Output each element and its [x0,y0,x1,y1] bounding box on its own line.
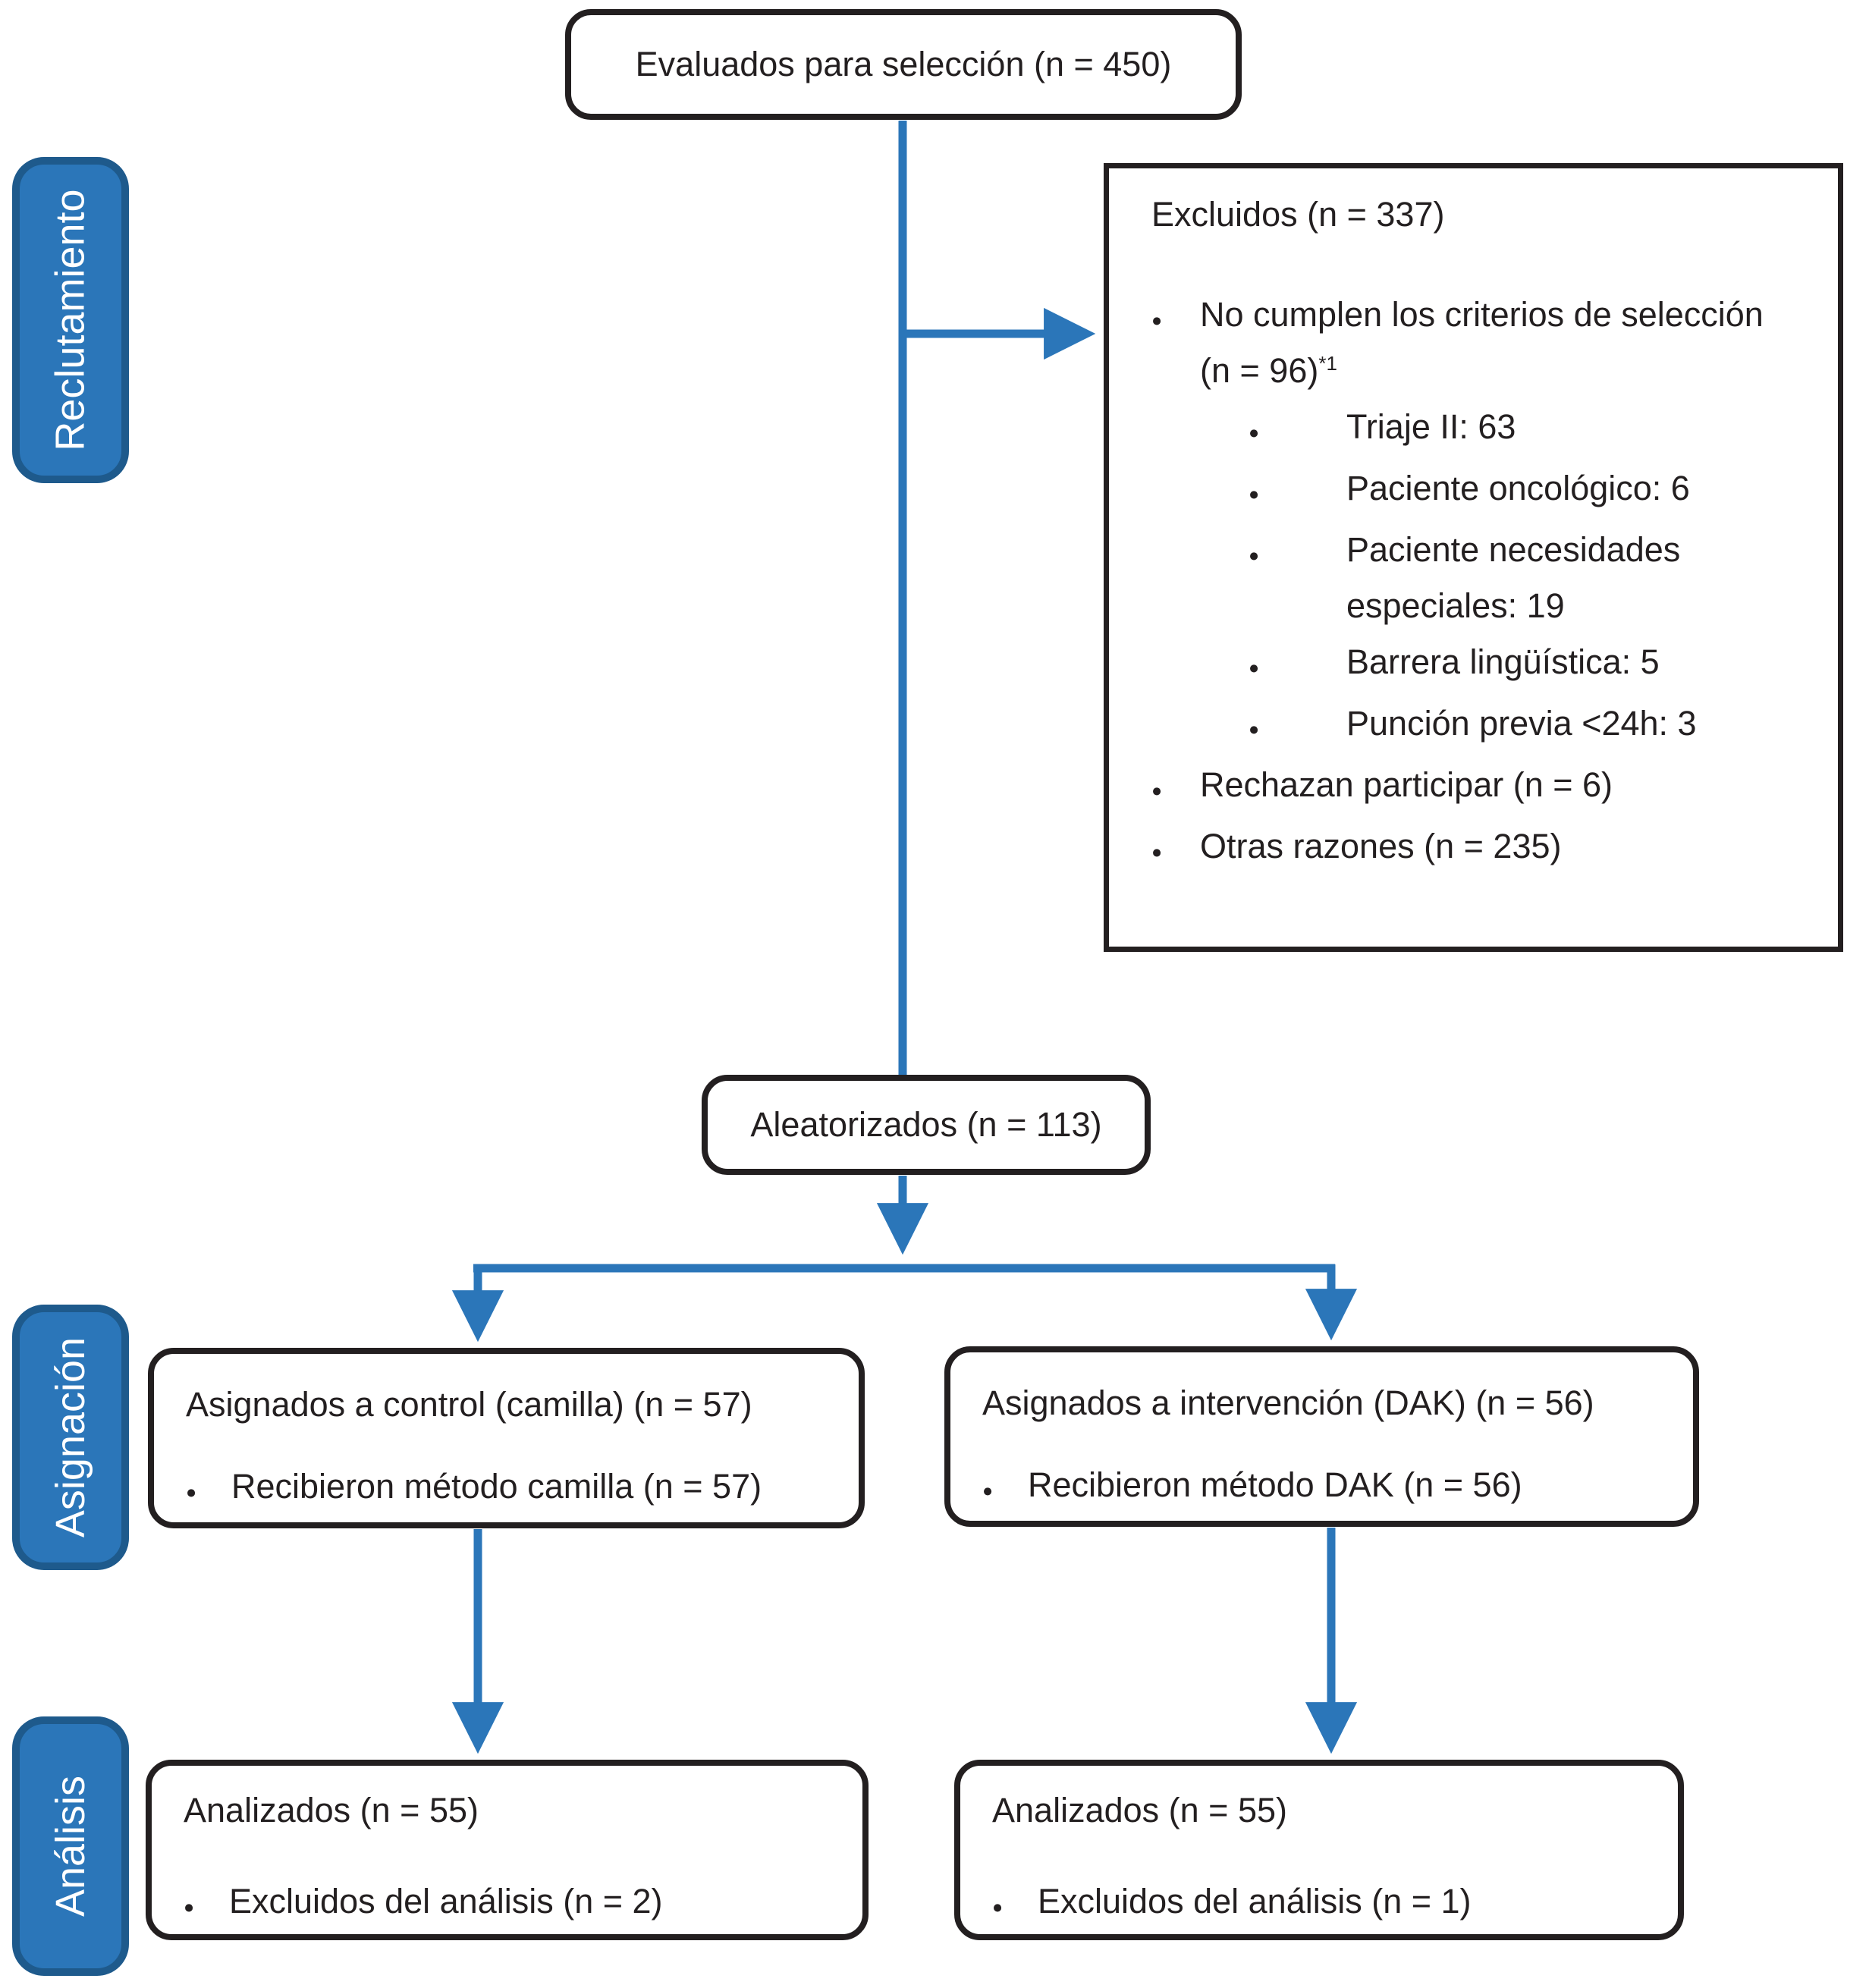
stage-label-analisis: Análisis [12,1716,129,1976]
bullet-icon [1151,757,1200,818]
excluded-subreason-text: Punción previa <24h: 3 [1346,704,1697,743]
bullet-icon [1151,287,1200,348]
excluded-subreason-text: Barrera lingüística: 5 [1346,642,1660,681]
intervention-detail-text: Recibieron método DAK (n = 56) [1028,1465,1522,1504]
intervention-title: Asignados a intervención (DAK) (n = 56) [982,1383,1594,1422]
box-intervention-allocation: Asignados a intervención (DAK) (n = 56) … [944,1346,1699,1527]
randomized-text: Aleatorizados (n = 113) [750,1105,1102,1144]
bullet-icon [184,1878,229,1930]
excluded-subreason-puncion: Punción previa <24h: 3 [1249,696,1794,757]
excluded-subreason-text: Paciente necesidades especiales: 19 [1346,530,1681,625]
excluded-reason-criteria-text: No cumplen los criterios de selección (n… [1200,287,1794,399]
bullet-icon [186,1463,231,1515]
excluded-subreason-triaje: Triaje II: 63 [1249,399,1794,460]
analyzed-intervention-detail-text: Excluidos del análisis (n = 1) [1038,1882,1472,1920]
analyzed-control-title: Analizados (n = 55) [184,1791,479,1829]
excluded-reason-refused: Rechazan participar (n = 6) [1151,757,1794,818]
excluded-reason-criteria-main: No cumplen los criterios de selección (n… [1200,295,1764,390]
bullet-icon [1249,399,1346,460]
control-detail-text: Recibieron método camilla (n = 57) [231,1467,762,1506]
excluded-reason-other-text: Otras razones (n = 235) [1200,827,1562,865]
excluded-subreason-text: Paciente oncológico: 6 [1346,469,1690,507]
bullet-icon [992,1878,1038,1930]
bullet-icon [1249,460,1346,522]
analyzed-control-detail-row: Excluidos del análisis (n = 2) [184,1878,840,1930]
stage-label-asignacion: Asignación [12,1305,129,1570]
excluded-reason-other: Otras razones (n = 235) [1151,818,1794,880]
bullet-icon [1249,696,1346,757]
excluded-footnote-marker: *1 [1318,352,1337,375]
bullet-icon [982,1462,1028,1514]
stage-label-text: Asignación [48,1336,93,1538]
box-randomized: Aleatorizados (n = 113) [702,1075,1151,1175]
assessed-text: Evaluados para selección (n = 450) [635,45,1172,83]
stage-label-reclutamiento: Reclutamiento [12,157,129,483]
box-analyzed-intervention: Analizados (n = 55) Excluidos del anális… [954,1760,1684,1940]
bullet-icon [1151,818,1200,880]
excluded-subreason-oncologico: Paciente oncológico: 6 [1249,460,1794,522]
stage-label-text: Reclutamiento [48,189,93,451]
stage-label-text: Análisis [48,1775,94,1917]
analyzed-intervention-title: Analizados (n = 55) [992,1791,1287,1829]
bullet-icon [1249,522,1346,583]
excluded-title: Excluidos (n = 337) [1151,195,1445,234]
excluded-reason-criteria: No cumplen los criterios de selección (n… [1151,287,1794,399]
control-detail-row: Recibieron método camilla (n = 57) [186,1463,836,1515]
box-control-allocation: Asignados a control (camilla) (n = 57) R… [148,1348,865,1528]
analyzed-control-detail-text: Excluidos del análisis (n = 2) [229,1882,663,1920]
box-excluded: Excluidos (n = 337) No cumplen los crite… [1104,163,1843,952]
box-analyzed-control: Analizados (n = 55) Excluidos del anális… [146,1760,869,1940]
box-assessed: Evaluados para selección (n = 450) [565,9,1242,120]
control-title: Asignados a control (camilla) (n = 57) [186,1385,752,1424]
analyzed-intervention-detail-row: Excluidos del análisis (n = 1) [992,1878,1655,1930]
excluded-subreason-necesidades: Paciente necesidades especiales: 19 [1249,522,1794,634]
intervention-detail-row: Recibieron método DAK (n = 56) [982,1462,1670,1514]
bullet-icon [1249,634,1346,696]
excluded-reason-refused-text: Rechazan participar (n = 6) [1200,765,1613,804]
excluded-subreason-text: Triaje II: 63 [1346,407,1516,446]
excluded-subreason-barrera: Barrera lingüística: 5 [1249,634,1794,696]
